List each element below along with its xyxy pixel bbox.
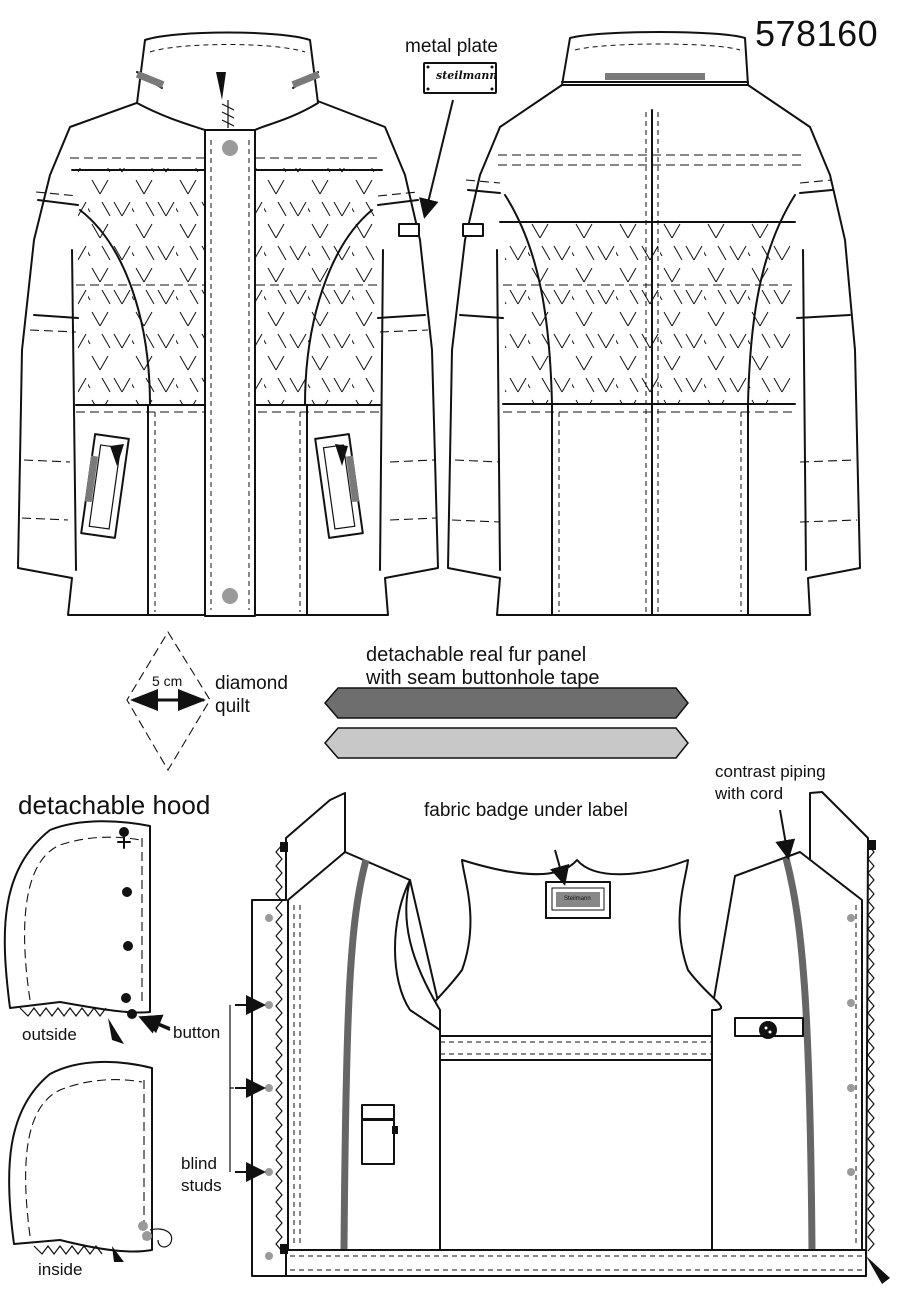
metal-plate-label: metal plate	[405, 36, 498, 57]
fur-panel-light	[324, 727, 689, 759]
hood-outside	[3, 820, 171, 1044]
style-number: 578160	[755, 13, 879, 54]
quilt-size-label: 5 cm	[152, 673, 183, 689]
blind-studs-label-2: studs	[181, 1176, 222, 1195]
contrast-piping-label-1: contrast piping	[715, 762, 826, 781]
jacket-front-view	[17, 31, 439, 617]
fabric-badge-label: fabric badge under label	[424, 800, 628, 821]
fur-panels	[324, 687, 689, 759]
back-quilt	[505, 222, 790, 404]
fur-panel-dark	[324, 687, 689, 719]
fur-panel-label-1: detachable real fur panel	[366, 644, 587, 666]
diamond-quilt-detail	[126, 630, 211, 772]
front-collar	[136, 31, 319, 131]
placket-bottom-snap	[222, 588, 238, 604]
front-placket	[204, 129, 256, 617]
front-left-quilt	[78, 168, 204, 405]
detachable-hood-title: detachable hood	[18, 790, 211, 820]
hood-outside-label: outside	[22, 1025, 77, 1044]
sleeve-metal-plate	[398, 223, 420, 237]
blind-studs-callouts	[229, 995, 266, 1182]
blind-studs-label-1: blind	[181, 1154, 217, 1173]
metal-plate-brand: steilmann	[436, 69, 498, 82]
hood-inside-label: inside	[38, 1260, 83, 1279]
hood-inside	[8, 1060, 173, 1262]
diamond-quilt-label-2: quilt	[215, 696, 250, 717]
diamond-quilt-label-1: diamond	[215, 673, 288, 694]
front-right-quilt	[256, 168, 376, 405]
placket-top-snap	[222, 140, 238, 156]
fur-panel-label-2: with seam buttonhole tape	[366, 667, 600, 689]
button-label: button	[173, 1023, 221, 1042]
metal-plate-callout	[419, 62, 497, 219]
jacket-back-view	[447, 31, 861, 616]
badge-brand: Steilmann	[564, 896, 591, 902]
contrast-piping-label-2: with cord	[715, 784, 784, 803]
jacket-inside-view	[251, 791, 890, 1284]
